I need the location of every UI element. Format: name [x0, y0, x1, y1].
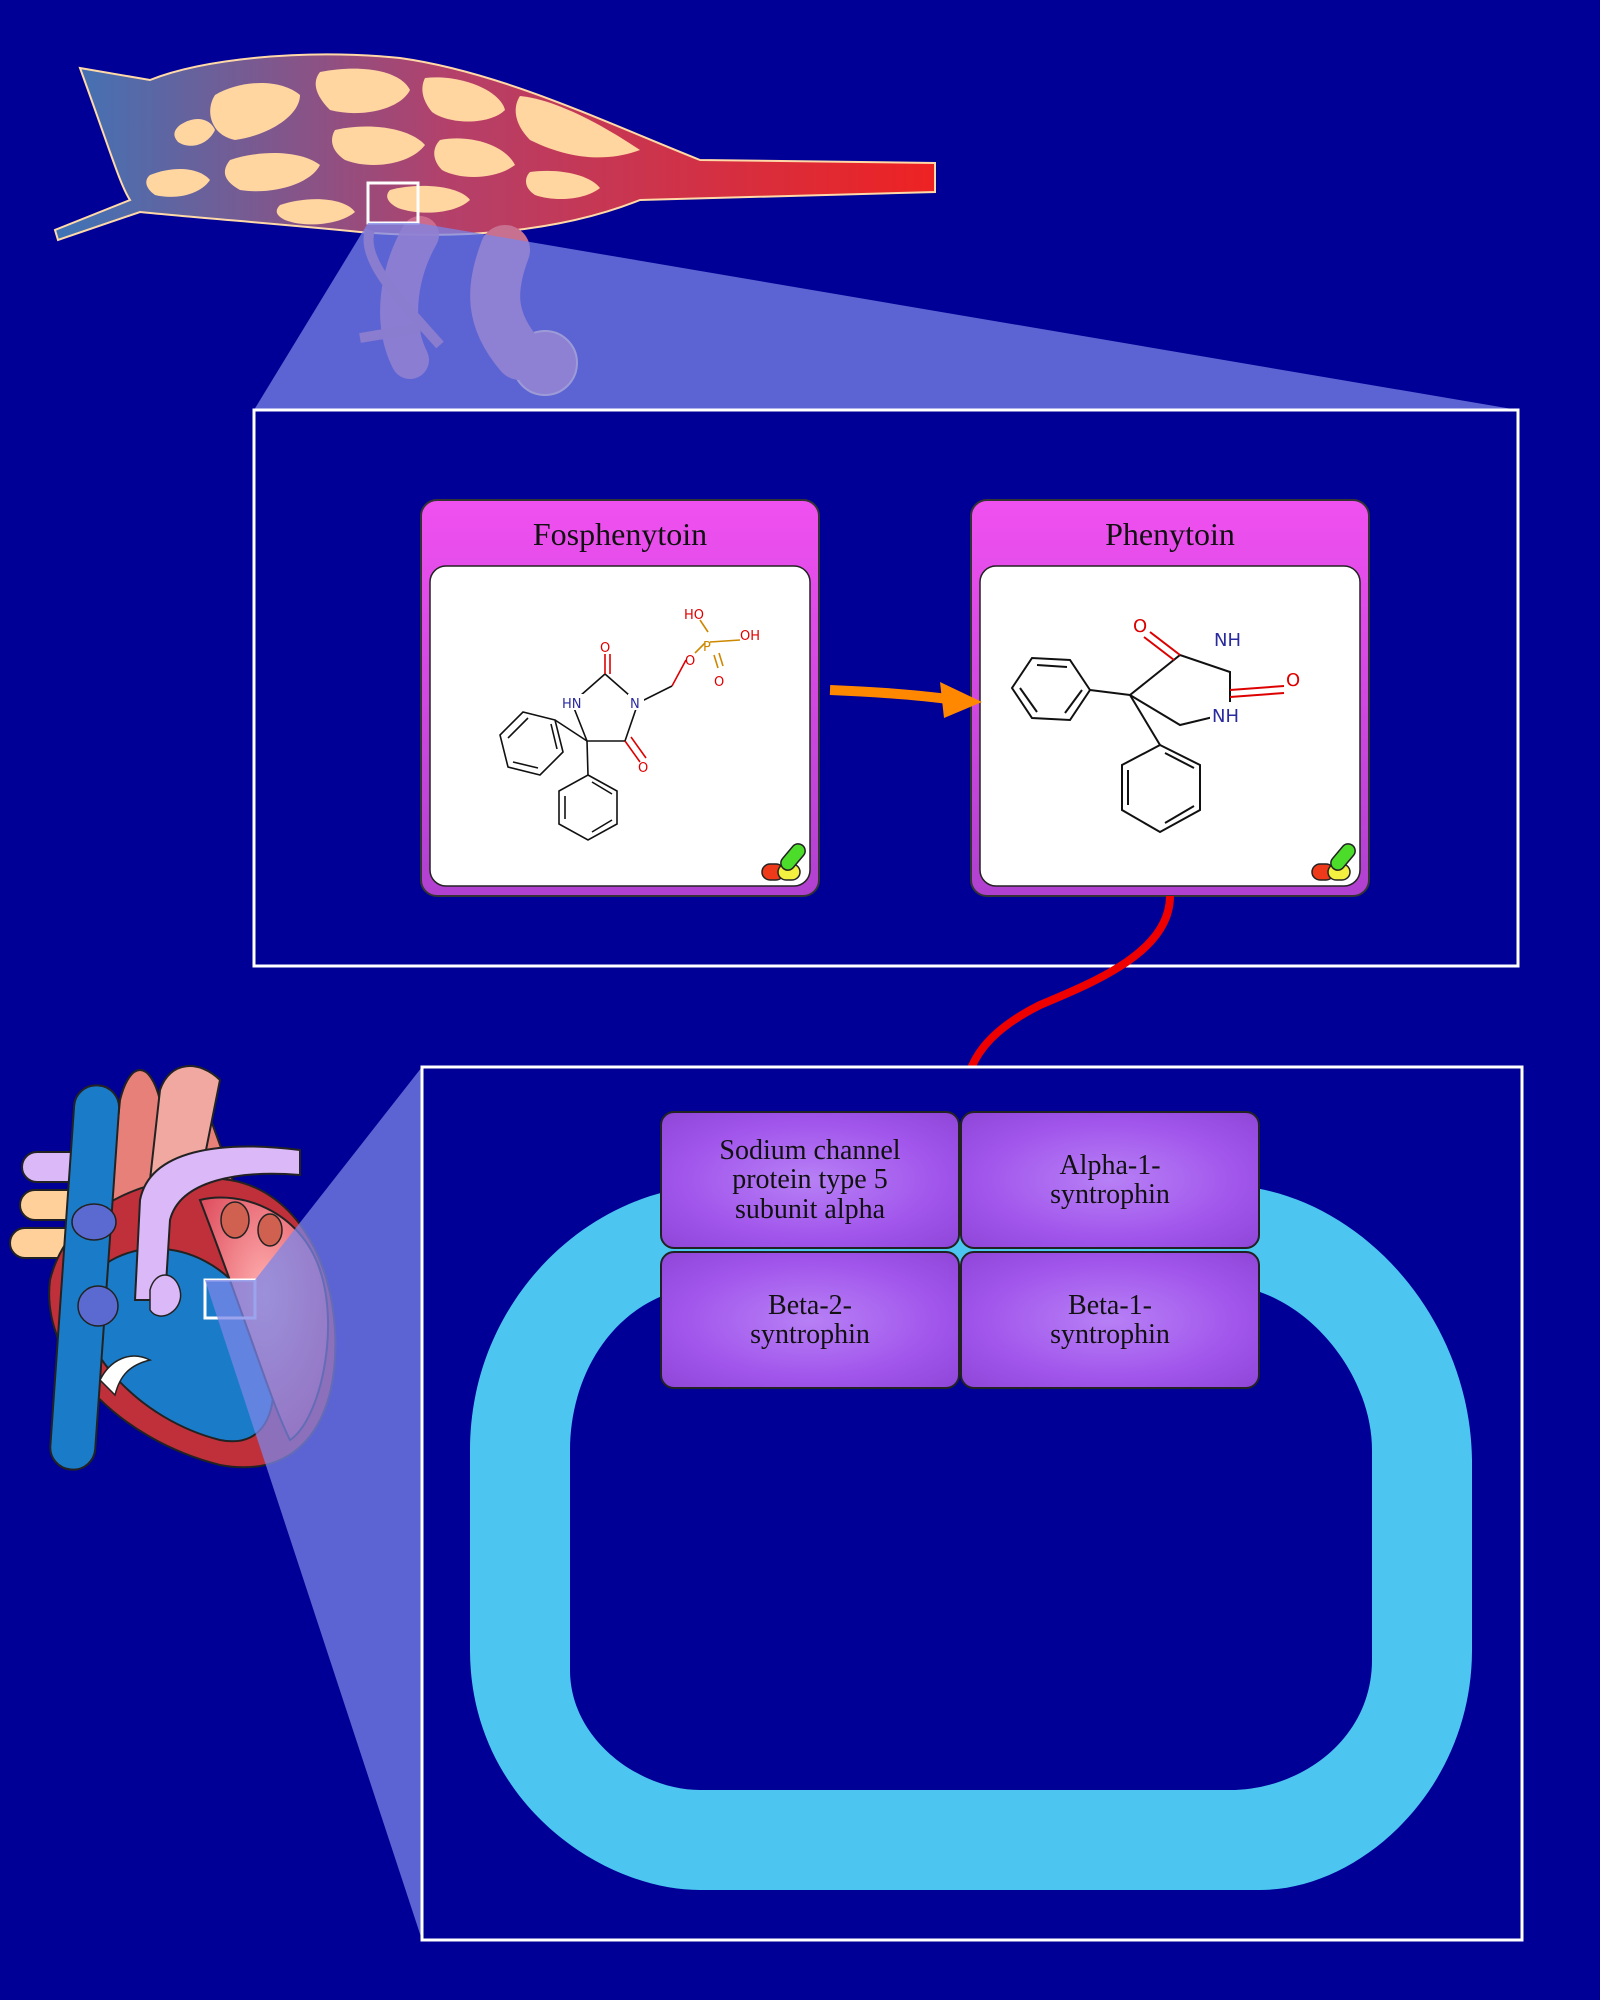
fos-atom-n: N: [630, 697, 640, 712]
fos-atom-o-bottom: O: [638, 761, 648, 776]
capillary-zoom-wedge: [254, 223, 1518, 410]
cell-membrane: [470, 1185, 1472, 1890]
fos-atom-o-link: O: [685, 654, 695, 669]
phe-atom-nh-top: NH: [1214, 630, 1241, 651]
fos-atom-hn: HN: [562, 697, 582, 712]
protein-label: Alpha-1- syntrophin: [1050, 1149, 1170, 1210]
fos-atom-ho: HO: [684, 608, 704, 623]
protein-sodium-channel-alpha[interactable]: Sodium channel protein type 5 subunit al…: [660, 1111, 960, 1249]
protein-beta-1-syntrophin[interactable]: Beta-1- syntrophin: [960, 1251, 1260, 1389]
protein-label: Beta-2- syntrophin: [750, 1289, 870, 1350]
protein-label: Sodium channel protein type 5 subunit al…: [719, 1134, 901, 1225]
fos-atom-o-p: O: [714, 675, 724, 690]
phenytoin-structure: [1010, 631, 1285, 834]
phenytoin-card[interactable]: O O NH NH: [970, 499, 1370, 897]
heart-illustration: [9, 1065, 337, 1471]
fos-atom-o-top: O: [600, 641, 610, 656]
phe-atom-o-right: O: [1286, 670, 1300, 691]
phenytoin-label: Phenytoin: [1105, 516, 1235, 553]
approved-drug-icon: [761, 843, 806, 881]
capillary-tissue-cells: [146, 68, 640, 225]
fosphenytoin-structure: [499, 619, 741, 841]
fosphenytoin-card[interactable]: O HN N O O P HO OH O: [420, 499, 820, 897]
heart-zoom-wedge: [205, 1067, 422, 1940]
protein-beta-2-syntrophin[interactable]: Beta-2- syntrophin: [660, 1251, 960, 1389]
conversion-arrow: [829, 682, 982, 718]
fosphenytoin-label: Fosphenytoin: [532, 516, 708, 553]
phe-atom-o-top: O: [1133, 616, 1147, 637]
phe-atom-nh-bottom: NH: [1212, 706, 1239, 727]
approved-drug-icon: [1311, 843, 1356, 881]
fos-atom-oh: OH: [740, 629, 760, 644]
fos-atom-p: P: [703, 640, 711, 655]
protein-alpha-1-syntrophin[interactable]: Alpha-1- syntrophin: [960, 1111, 1260, 1249]
protein-label: Beta-1- syntrophin: [1050, 1289, 1170, 1350]
